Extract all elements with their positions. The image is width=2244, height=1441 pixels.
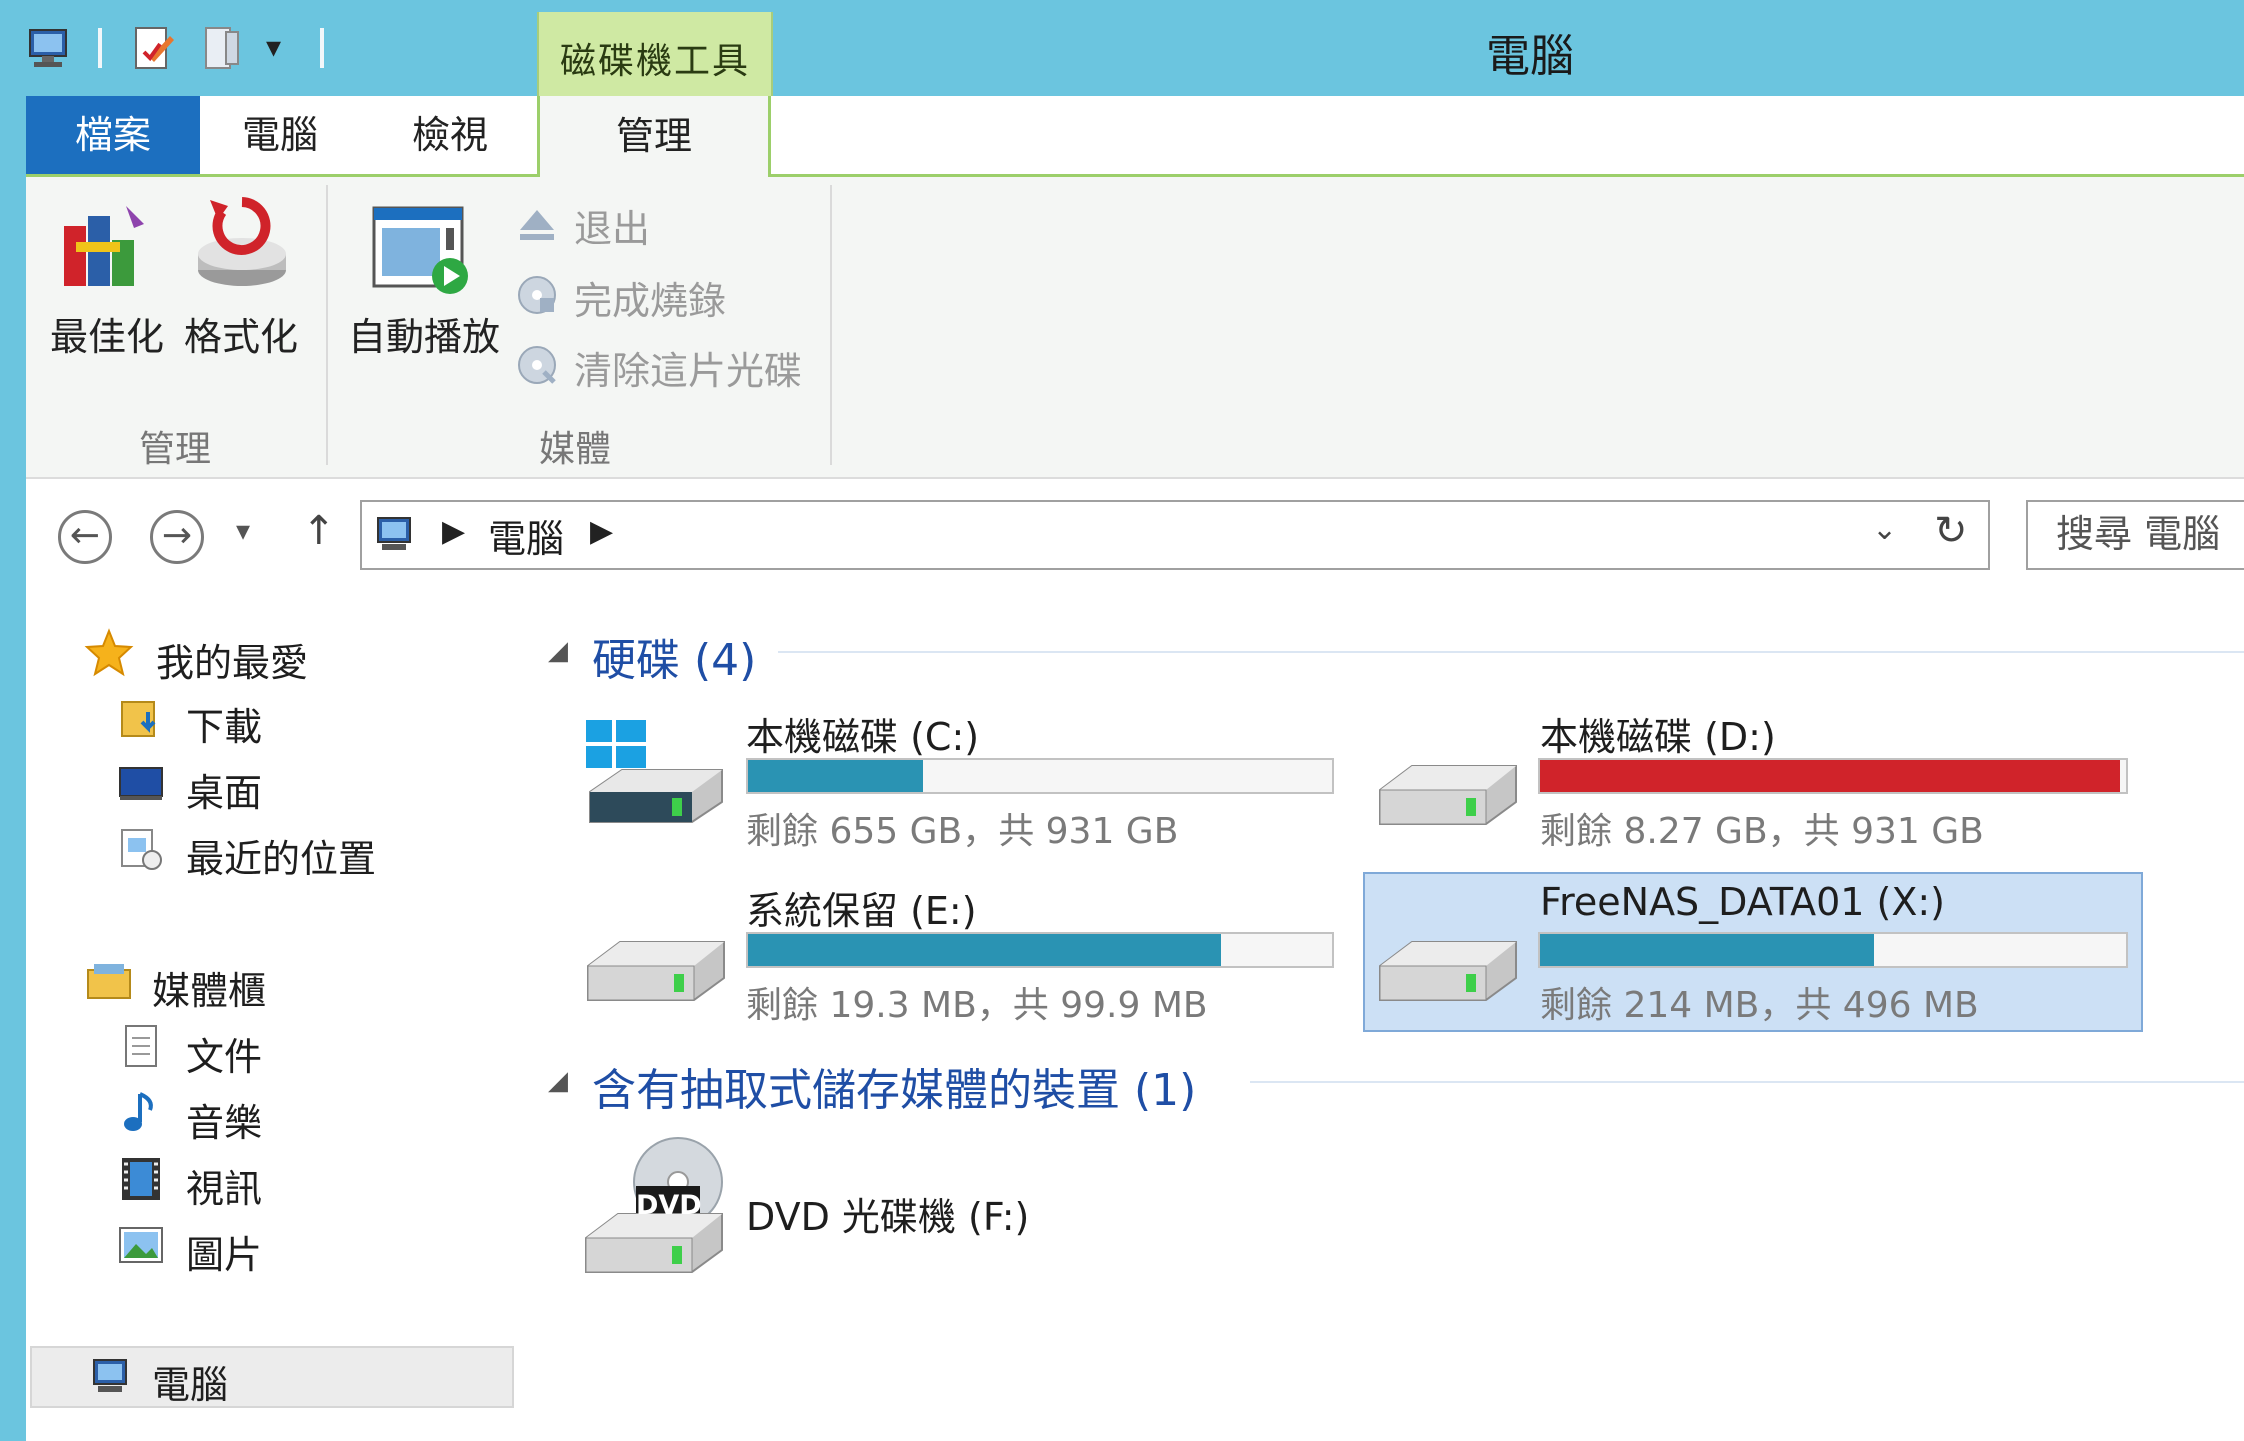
optimize-button[interactable]: 最佳化	[49, 315, 164, 359]
drive-e-name[interactable]: 系統保留 (E:)	[746, 889, 977, 933]
windows-drive-icon	[582, 718, 730, 838]
hard-disks-header[interactable]: 硬碟 (4)	[592, 635, 757, 686]
forward-arrow-icon: →	[161, 515, 193, 556]
breadcrumb-computer[interactable]: 電腦	[488, 517, 565, 561]
erase-disc-button[interactable]: 清除這片光碟	[574, 349, 803, 393]
dvd-drive-icon	[580, 1136, 730, 1280]
refresh-icon[interactable]: ↻	[1934, 508, 1968, 554]
drive-c-name[interactable]: 本機磁碟 (C:)	[746, 715, 980, 759]
nav-music[interactable]: 音樂	[186, 1101, 263, 1145]
format-button[interactable]: 格式化	[183, 315, 298, 359]
toolbar-separator	[320, 28, 324, 68]
drive-e-info: 剩餘 19.3 MB，共 99.9 MB	[746, 985, 1208, 1026]
dvd-badge: DVD	[636, 1190, 702, 1221]
breadcrumb-separator-icon[interactable]: ▶	[590, 514, 614, 549]
drive-d-usage-bar	[1538, 758, 2128, 794]
section-divider	[1250, 1081, 2244, 1083]
breadcrumb-separator-icon[interactable]: ▶	[442, 514, 466, 549]
libraries-icon	[86, 958, 132, 1004]
erase-disc-icon	[516, 344, 558, 386]
hard-drive-icon	[582, 934, 730, 1020]
drive-c-usage-fill	[748, 760, 924, 792]
drive-d-name[interactable]: 本機磁碟 (D:)	[1540, 715, 1776, 759]
section-divider	[778, 651, 2244, 653]
finish-burning-button[interactable]: 完成燒錄	[574, 279, 727, 323]
properties-icon[interactable]	[128, 22, 180, 74]
hard-drive-icon	[1374, 934, 1522, 1020]
back-arrow-icon: ←	[69, 515, 101, 556]
drive-x-usage-bar	[1538, 932, 2128, 968]
eject-button[interactable]: 退出	[574, 207, 651, 251]
drive-e-usage-fill	[748, 934, 1222, 966]
recent-places-icon	[118, 826, 164, 872]
collapse-removable-icon[interactable]: ◢	[548, 1066, 568, 1096]
new-folder-icon[interactable]	[196, 22, 248, 74]
nav-recent-places[interactable]: 最近的位置	[186, 837, 377, 881]
toolbar-separator	[98, 28, 102, 68]
recent-locations-dropdown[interactable]: ▾	[236, 514, 251, 547]
media-group-label: 媒體	[538, 429, 611, 470]
downloads-icon	[118, 694, 164, 740]
drive-d-usage-fill	[1540, 760, 2121, 792]
drive-x-name[interactable]: FreeNAS_DATA01 (X:)	[1540, 880, 1945, 924]
back-button[interactable]: ←	[58, 510, 112, 564]
drive-tools-context-tab: 磁碟機工具	[537, 12, 773, 96]
ribbon-tab-row	[26, 96, 2244, 177]
pictures-icon	[118, 1222, 164, 1268]
nav-computer[interactable]: 電腦	[152, 1363, 229, 1407]
hard-drive-icon	[1374, 758, 1522, 844]
star-icon	[84, 628, 134, 678]
optimize-icon[interactable]	[56, 196, 156, 296]
nav-favorites[interactable]: 我的最愛	[156, 641, 309, 685]
eject-icon	[516, 204, 558, 246]
nav-videos[interactable]: 視訊	[186, 1167, 263, 1211]
forward-button[interactable]: →	[150, 510, 204, 564]
ribbon-group-separator	[326, 185, 328, 465]
removable-header[interactable]: 含有抽取式儲存媒體的裝置 (1)	[592, 1065, 1197, 1116]
music-icon	[118, 1090, 164, 1136]
tab-manage[interactable]: 管理	[537, 96, 771, 177]
customize-qat-icon[interactable]: ▾	[266, 30, 282, 65]
tab-computer[interactable]: 電腦	[241, 113, 318, 157]
title-bar	[0, 0, 2244, 96]
drive-e-usage-bar	[746, 932, 1334, 968]
address-history-dropdown[interactable]: ⌄	[1872, 512, 1898, 547]
manage-group-label: 管理	[138, 429, 211, 470]
dvd-drive-name[interactable]: DVD 光碟機 (F:)	[746, 1195, 1030, 1239]
nav-libraries[interactable]: 媒體櫃	[152, 969, 267, 1013]
up-arrow-icon[interactable]: ↑	[302, 508, 336, 554]
finish-burning-icon	[516, 274, 558, 316]
address-bar[interactable]	[360, 500, 1990, 570]
nav-desktop[interactable]: 桌面	[186, 771, 263, 815]
drive-x-info: 剩餘 214 MB，共 496 MB	[1540, 985, 1979, 1026]
video-icon	[118, 1156, 164, 1202]
documents-icon	[118, 1024, 164, 1070]
drive-c-info: 剩餘 655 GB，共 931 GB	[746, 811, 1179, 852]
collapse-hard-disks-icon[interactable]: ◢	[548, 636, 568, 666]
autoplay-button[interactable]: 自動播放	[347, 315, 500, 359]
drive-c-usage-bar	[746, 758, 1334, 794]
nav-documents[interactable]: 文件	[186, 1035, 263, 1079]
desktop-icon	[118, 760, 164, 806]
search-input[interactable]: 搜尋 電腦	[2026, 500, 2244, 570]
drive-x-usage-fill	[1540, 934, 1875, 966]
tab-file[interactable]: 檔案	[26, 96, 200, 174]
ribbon-group-separator	[830, 185, 832, 465]
nav-pictures[interactable]: 圖片	[186, 1233, 263, 1277]
drive-d-info: 剩餘 8.27 GB，共 931 GB	[1540, 811, 1984, 852]
nav-downloads[interactable]: 下載	[186, 705, 263, 749]
window-border	[0, 96, 26, 1441]
context-tab-label: 磁碟機工具	[559, 41, 750, 82]
tab-view[interactable]: 檢視	[411, 113, 488, 157]
autoplay-icon[interactable]	[368, 200, 472, 300]
computer-icon[interactable]	[22, 22, 74, 74]
format-icon[interactable]	[190, 192, 294, 296]
computer-icon	[372, 512, 418, 558]
window-title: 電腦	[1486, 31, 1574, 82]
computer-icon	[88, 1354, 134, 1400]
